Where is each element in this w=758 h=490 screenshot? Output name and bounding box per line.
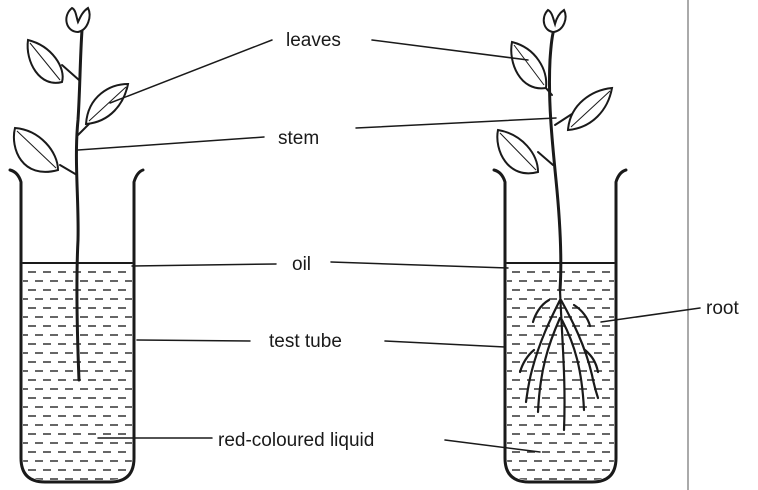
right-roots (520, 290, 598, 430)
leader-oil-left (132, 264, 276, 266)
leaf-icon (66, 8, 89, 32)
leader-oil-right (331, 262, 508, 268)
leader-stem-left (78, 137, 264, 150)
right-stem (549, 25, 560, 290)
label-root: root (706, 298, 739, 319)
label-stem: stem (278, 128, 319, 149)
leader-leaves-right (372, 40, 528, 60)
leader-test-tube-right (385, 341, 505, 347)
leader-test-tube-left (137, 340, 250, 341)
leader-liquid-right (445, 440, 540, 452)
right-plant (497, 10, 612, 430)
label-leaves: leaves (286, 30, 341, 51)
label-oil: oil (292, 254, 311, 275)
right-liquid (497, 272, 617, 479)
left-plant (14, 8, 128, 380)
label-test-tube: test tube (269, 331, 342, 352)
label-liquid: red-coloured liquid (218, 430, 374, 451)
leaf-icon (544, 10, 566, 32)
left-liquid (13, 272, 133, 479)
leader-leaves-left (110, 40, 272, 103)
leader-stem-right (356, 118, 556, 128)
left-stem (76, 30, 82, 380)
